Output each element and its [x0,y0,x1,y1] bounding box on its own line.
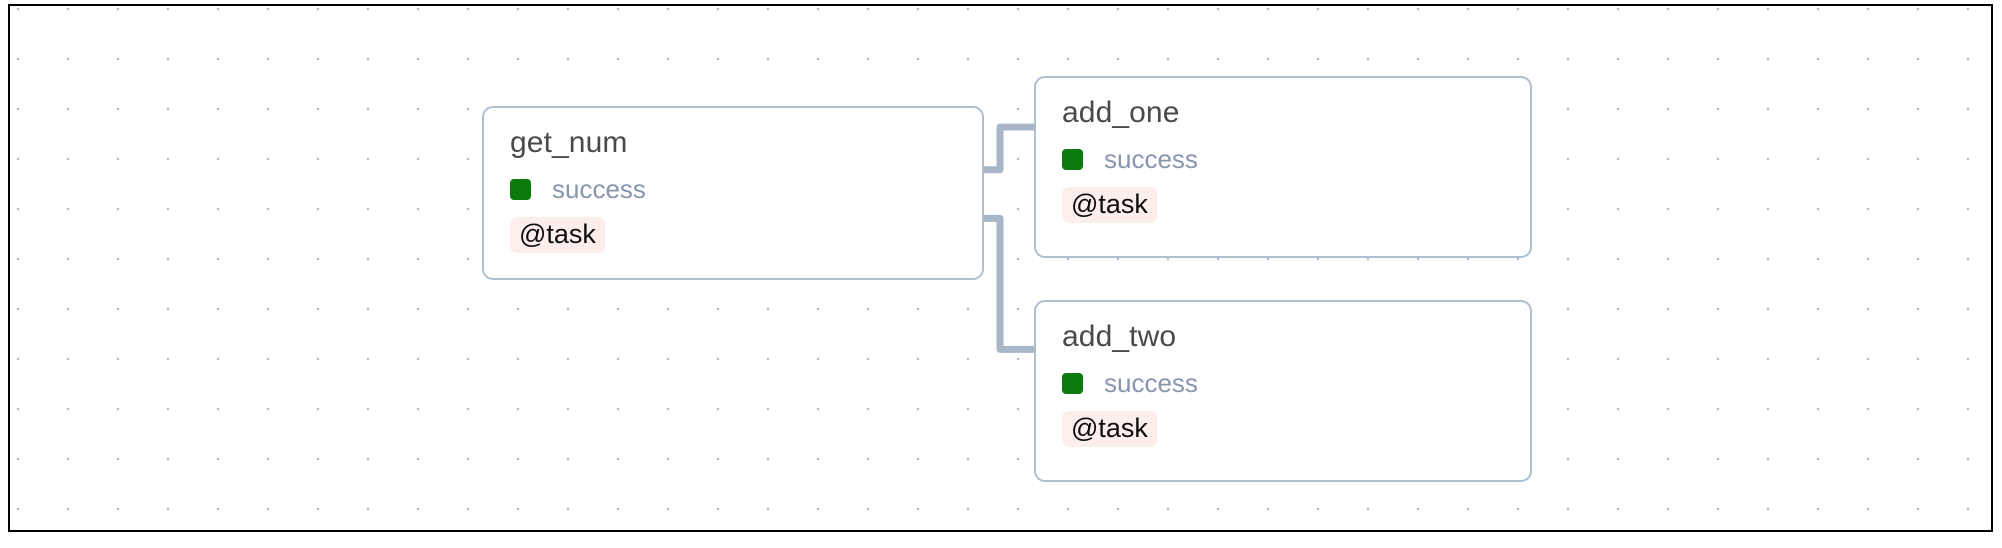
edge-get_num-to-add_one [978,123,1038,174]
grid-background [10,6,1991,530]
node-tag-row: @task [1062,411,1530,448]
node-status-row: success [1062,368,1530,399]
graph-canvas[interactable]: get_num success @task add_one success @t… [8,4,1993,532]
node-title: add_one [1062,96,1180,129]
node-title: add_two [1062,320,1177,353]
status-success-icon [1062,149,1083,170]
node-tag-badge: @task [1062,187,1157,224]
node-title: get_num [510,126,628,159]
status-success-icon [1062,373,1083,394]
node-status-row: success [1062,144,1530,175]
node-tag-row: @task [510,217,982,254]
graph-node-get_num[interactable]: get_num success @task [482,106,984,280]
edge-layer [978,123,1038,353]
node-tag-badge: @task [510,217,605,254]
edge-get_num-to-add_two [978,214,1038,353]
status-success-icon [510,179,531,200]
graph-node-add_two[interactable]: add_two success @task [1034,300,1532,482]
graph-node-add_one[interactable]: add_one success @task [1034,76,1532,258]
node-status-label: success [1104,368,1198,398]
node-tag-badge: @task [1062,411,1157,448]
node-status-label: success [1104,144,1198,174]
node-status-row: success [510,174,982,205]
node-status-label: success [552,174,646,204]
node-tag-row: @task [1062,187,1530,224]
